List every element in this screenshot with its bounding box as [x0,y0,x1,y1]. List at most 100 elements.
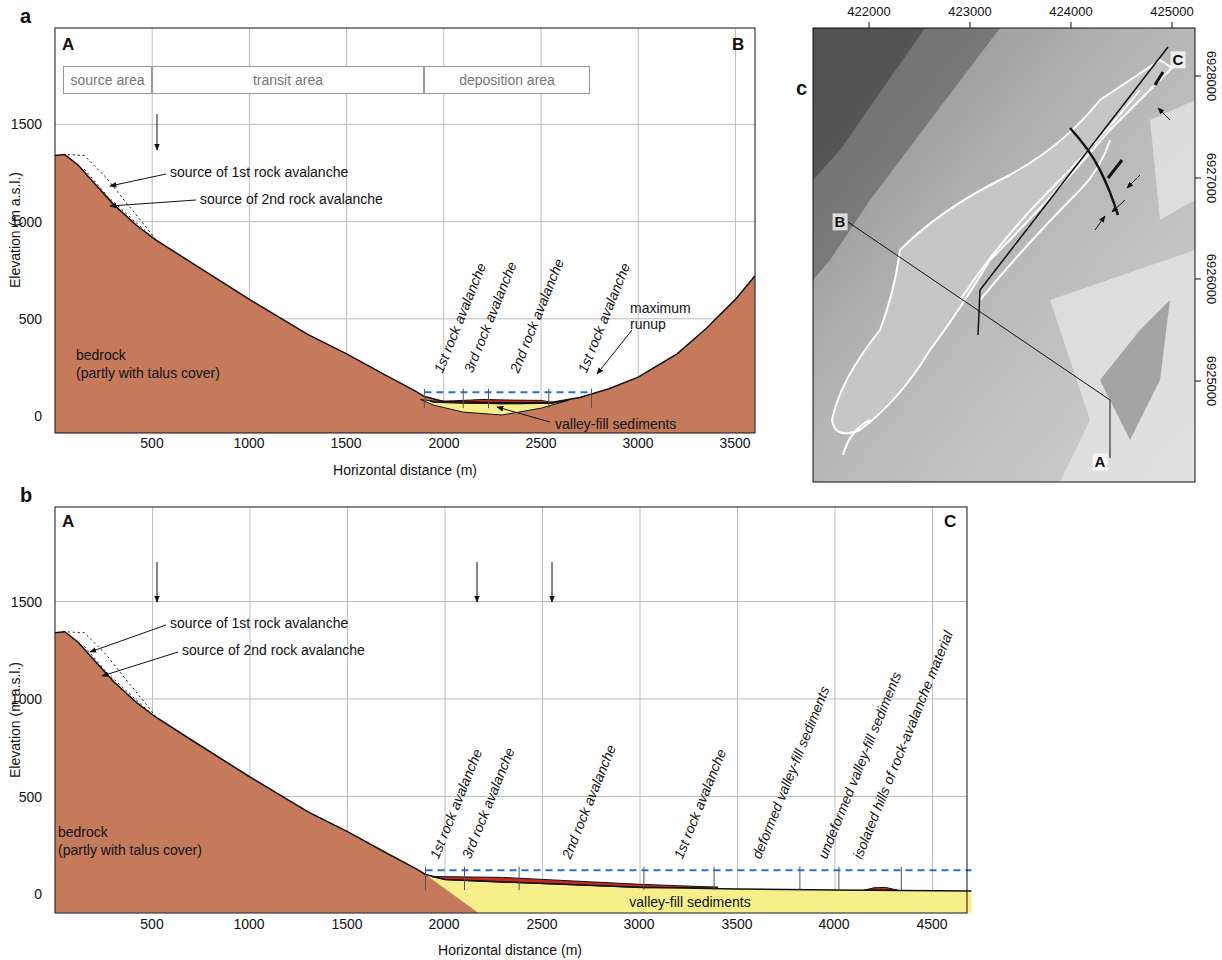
lake-level [424,391,591,393]
terrain-line [55,155,755,403]
zone-label: source area [71,72,145,88]
tick-label: 3000 [623,916,654,932]
tick-label: 500 [19,311,42,327]
lake-level [426,869,972,871]
zone-box: source area [63,66,152,94]
boundary-tick [464,867,465,890]
coordinate-label: 422000 [847,5,890,20]
grid-line [932,507,933,913]
grid-line [55,601,967,602]
boundary-tick [901,867,902,890]
boundary-tick [519,867,520,890]
bedrock [55,632,478,913]
axis-title: Horizontal distance (m) [333,462,477,478]
tick-label: 1500 [11,116,42,132]
panel-letter: b [20,484,32,507]
bedrock [55,155,755,434]
tick-label: 2500 [525,435,556,451]
tick-label: 1500 [331,916,362,932]
panel-letter: a [20,5,31,28]
grid-line [542,507,543,913]
zone-label: deposition area [459,72,555,88]
tick-label: 2000 [428,916,459,932]
boundary-tick [424,389,425,408]
unit-label: 1st rock avalanche [575,261,634,375]
panel-frame [55,28,755,433]
tick-label: 0 [34,408,42,424]
callout-label: maximum runup [630,300,705,332]
boundary-tick [643,867,644,890]
grid-line [737,507,738,913]
profile-end: A [62,512,74,532]
hillshade-map [813,28,1195,482]
profile-end: C [944,512,956,532]
coordinate-label: 6925000 [1204,356,1219,407]
tick-label: 3500 [721,916,752,932]
coordinate-label: 6928000 [1204,51,1219,102]
boundary-tick [425,867,426,890]
tick-label: 1500 [330,435,361,451]
source-outline [84,646,152,714]
boundary-tick [714,867,715,890]
boundary-tick [591,389,592,408]
map-frame [813,28,1195,482]
tick-label: 500 [140,916,163,932]
unit-label: bedrock [58,824,108,840]
tick-label: 1000 [233,435,264,451]
map-point: C [1171,51,1186,68]
terrain-line [55,632,972,891]
coordinate-label: 425000 [1150,5,1193,20]
unit-label: deformed valley-fill sediments [749,684,833,861]
tick-label: 4500 [916,916,947,932]
callout-label: source of 2nd rock avalanche [182,642,365,658]
valley-fill [426,875,972,913]
map-ticks [869,22,1201,381]
unit-label: (partly with talus cover) [58,842,202,858]
tick-label: 1000 [233,916,264,932]
grid-line [55,221,755,222]
boundary-tick [838,867,839,890]
axis-title: Elevation (m a.s.l.) [7,662,23,778]
unit-label: 1st rock avalanche [671,747,730,861]
tick-label: 1500 [11,594,42,610]
grid-line [640,507,641,913]
tick-label: 4000 [818,916,849,932]
callout-label: source of 2nd rock avalanche [200,191,383,207]
coordinate-label: 6926000 [1204,254,1219,305]
unit-label: 2nd rock avalanche [559,742,619,861]
boundary-tick [488,389,489,408]
coordinate-label: 424000 [1049,5,1092,20]
tick-label: 3000 [622,435,653,451]
source-outline [63,155,156,241]
map-point: A [1093,453,1108,470]
boundary-tick [548,389,549,408]
profile-end: A [62,35,74,55]
tick-label: 500 [19,789,42,805]
coordinate-label: 6927000 [1204,153,1219,204]
grid-line [55,699,967,700]
profile-end: B [732,35,744,55]
tick-label: 0 [34,886,42,902]
zone-label: transit area [253,72,323,88]
tick-label: 3500 [719,435,750,451]
axis-title: Elevation (m a.s.l.) [7,172,23,288]
tick-label: 2500 [526,916,557,932]
grid-line [55,124,755,125]
boundary-tick [463,389,464,408]
grid-line [638,28,639,433]
coordinate-label: 423000 [948,5,991,20]
panel-frame [55,507,967,913]
zone-box: transit area [152,66,424,94]
tick-label: 500 [140,435,163,451]
rock-avalanche-deposit [431,877,718,888]
map-point: B [833,213,848,230]
grid-line [835,507,836,913]
tick-label: 2000 [428,435,459,451]
unit-label: (partly with talus cover) [76,365,220,381]
unit-label: valley-fill sediments [629,894,750,910]
panel-letter: c [796,77,807,100]
unit-label: bedrock [76,347,126,363]
leader-lines [90,114,632,676]
boundary-tick [799,867,800,890]
